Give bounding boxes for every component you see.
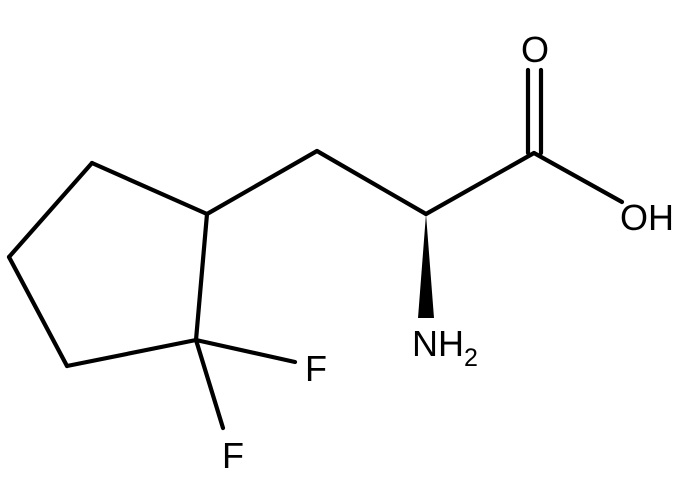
hydroxyl-label: OH bbox=[620, 197, 674, 238]
fluorine-label-2: F bbox=[222, 435, 244, 476]
cf-bond-2 bbox=[193, 337, 226, 431]
amine-label: NH2 bbox=[412, 323, 478, 372]
amine-subscript: 2 bbox=[464, 344, 478, 372]
ring-bond-5 bbox=[6, 160, 95, 260]
fluorine-label-1: F bbox=[305, 348, 327, 389]
cyclopentane-ring bbox=[6, 160, 210, 369]
amine-main-text: NH bbox=[412, 323, 464, 364]
chain-bond-calpha-ccarbonyl bbox=[423, 150, 537, 217]
cf-bond-1 bbox=[193, 337, 298, 365]
ring-bond-3 bbox=[64, 337, 199, 369]
chain-bond-ch2-calpha bbox=[314, 148, 429, 217]
ring-bond-2 bbox=[193, 211, 210, 343]
ring-bond-4 bbox=[6, 254, 70, 369]
chain-bond-ring-ch2 bbox=[204, 148, 320, 217]
c-oh-bond bbox=[531, 150, 625, 205]
carbonyl-oxygen-label: O bbox=[521, 29, 549, 70]
ring-bond-1 bbox=[89, 160, 210, 217]
stereo-wedge-bond bbox=[418, 214, 434, 318]
